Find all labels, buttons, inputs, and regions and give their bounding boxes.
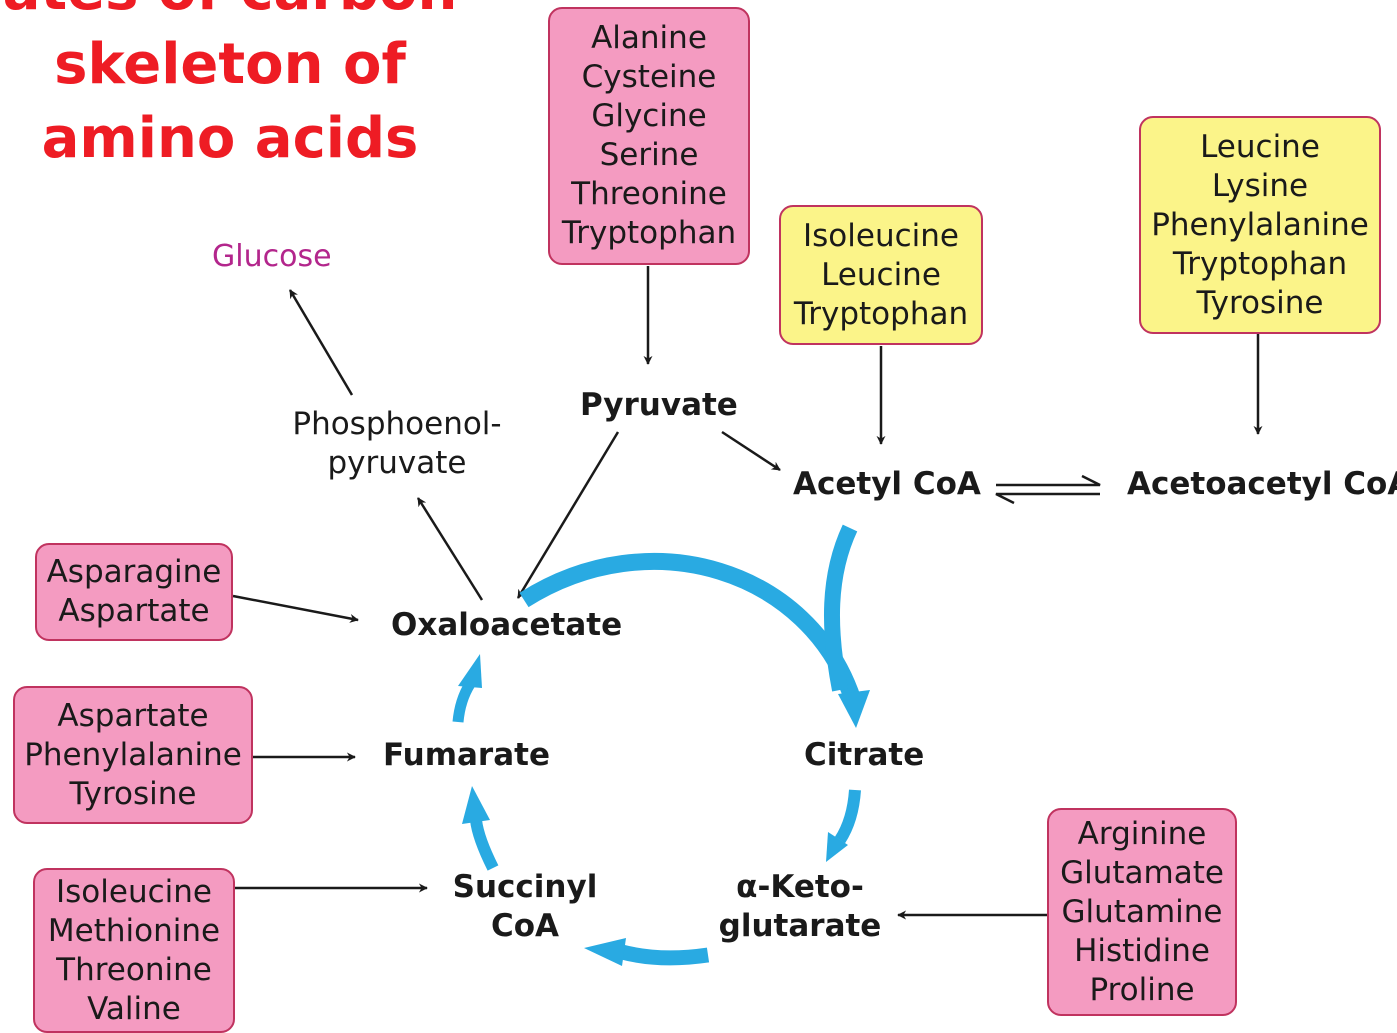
glucose-label: Glucose [212,239,332,274]
amino-acid: Leucine [821,256,941,293]
arrow-oxaloacetate-to-pep [416,497,484,601]
citric-acid-cycle-arrows [452,524,870,966]
pyruvate-amino-acids-box: Alanine Cysteine Glycine Serine Threonin… [548,7,750,265]
pep-line-2: pyruvate [327,445,467,481]
amino-acid: Isoleucine [56,873,212,910]
title-line-1: ates of carbon [0,0,460,28]
akg-line-2: glutarate [718,908,882,944]
amino-acid: Glycine [591,98,707,134]
amino-acid: Threonine [571,176,727,212]
title-line-2: skeleton of [54,32,406,97]
amino-acid: Tryptophan [1172,245,1348,282]
amino-acid: Glutamine [1061,893,1223,930]
amino-acid: Alanine [591,20,707,56]
fumarate-amino-acids-box: Aspartate Phenylalanine Tyrosine [13,686,253,824]
arrow-pyruvate-to-acetyl-coa [721,430,781,472]
diagram-title: ates of carbon skeleton of amino acids [0,0,460,176]
succinyl-coa-amino-acids-box: Isoleucine Methionine Threonine Valine [33,868,235,1033]
equilibrium-arrows [995,474,1101,505]
citrate-label: Citrate [804,737,925,773]
amino-acid: Methionine [47,912,221,949]
amino-acid: Tryptophan [793,295,969,332]
acetyl-coa-label: Acetyl CoA [793,466,981,502]
amino-acid: Asparagine [46,554,222,590]
succinyl-coa-label: Succinyl CoA [441,868,609,946]
pep-line-1: Phosphoenol- [292,406,502,442]
title-line-3: amino acids [41,106,419,171]
amino-acid: Glutamate [1060,854,1224,891]
amino-acid: Isoleucine [803,217,959,254]
arrow-pyruvate-to-oxaloacetate [516,431,620,599]
amino-acid: Tryptophan [561,215,737,251]
arrow-pep-to-glucose [288,289,354,396]
succinyl-coa-line-1: Succinyl [452,869,598,905]
amino-acid: Tyrosine [69,775,197,812]
amino-acid: Valine [87,990,181,1027]
amino-acid: Aspartate [57,697,209,734]
phosphoenolpyruvate-label: Phosphoenol- pyruvate [282,405,512,483]
amino-acid: Phenylalanine [24,736,242,773]
amino-acid: Lysine [1211,167,1309,204]
acetoacetyl-coa-amino-acids-box: Leucine Lysine Phenylalanine Tryptophan … [1139,116,1381,334]
amino-acid: Aspartate [58,593,210,629]
amino-acid: Phenylalanine [1151,206,1369,243]
conversion-arrows [232,266,1263,920]
acetyl-coa-amino-acids-box: Isoleucine Leucine Tryptophan [779,205,983,345]
akg-line-1: α-Keto- [736,869,864,905]
succinyl-coa-line-2: CoA [490,908,560,944]
alpha-ketoglutarate-amino-acids-box: Arginine Glutamate Glutamine Histidine P… [1047,808,1237,1016]
oxaloacetate-amino-acids-box: Asparagine Aspartate [35,543,233,641]
fumarate-label: Fumarate [383,737,550,773]
amino-acid: Proline [1089,971,1195,1008]
amino-acid: Leucine [1200,128,1320,165]
amino-acid: Threonine [56,951,212,988]
amino-acid: Cysteine [581,59,717,95]
alpha-ketoglutarate-label: α-Keto- glutarate [718,868,882,946]
amino-acid: Arginine [1077,815,1207,852]
amino-acid: Histidine [1074,932,1210,969]
amino-acid: Serine [599,137,699,173]
pyruvate-label: Pyruvate [580,387,738,423]
amino-acid: Tyrosine [1196,284,1324,321]
oxaloacetate-label: Oxaloacetate [391,607,623,643]
acetoacetyl-coa-label: Acetoacetyl CoA [1127,466,1397,502]
arrow-oxaloacetate-aa-to-oxaloacetate [232,594,359,623]
